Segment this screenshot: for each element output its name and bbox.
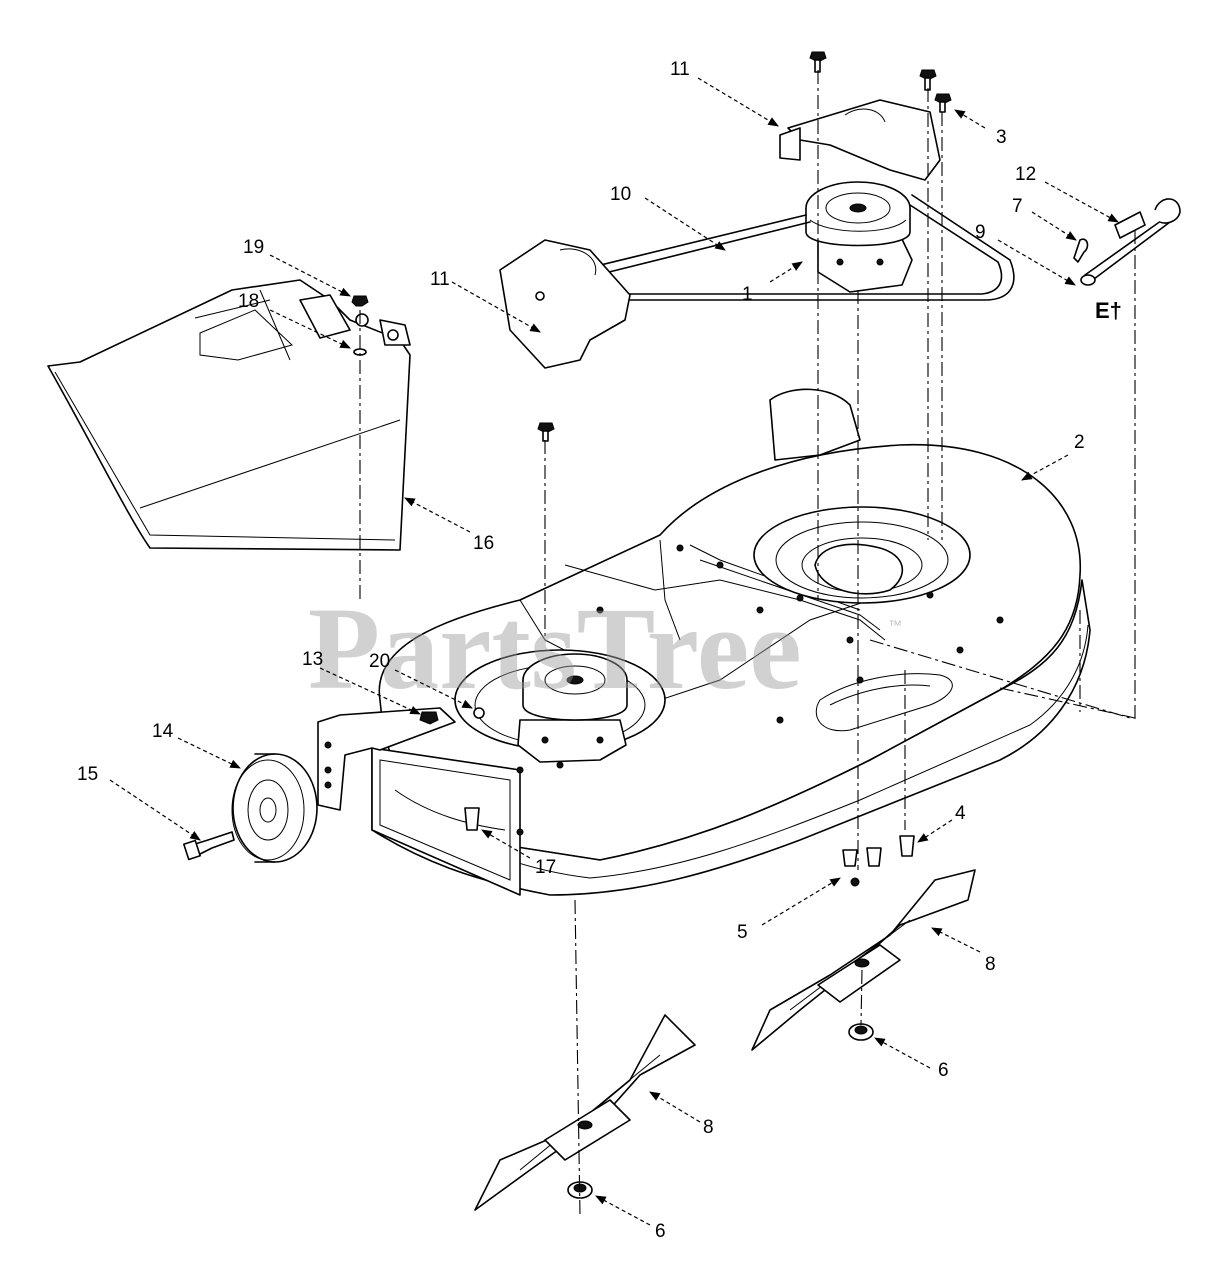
blade-right xyxy=(751,869,976,1051)
svg-text:PartsTree: PartsTree xyxy=(308,583,802,714)
callout-4: 4 xyxy=(955,803,966,824)
callout-1: 1 xyxy=(742,284,753,305)
callout-8b: 8 xyxy=(703,1117,714,1138)
callout-6a: 6 xyxy=(938,1060,949,1081)
rear-spindle-pulley xyxy=(805,181,913,293)
callout-5: 5 xyxy=(737,922,748,943)
callout-11b: 11 xyxy=(430,269,450,290)
front-spindle-pulley xyxy=(517,653,628,763)
callout-15: 15 xyxy=(77,764,98,785)
gauge-wheel xyxy=(231,753,318,863)
deck-bolts xyxy=(419,707,915,887)
callout-11a: 11 xyxy=(670,59,690,80)
drive-belt xyxy=(571,194,1015,301)
wheel-bracket xyxy=(317,707,456,811)
front-belt-cover xyxy=(499,239,631,369)
note-mark: E† xyxy=(1095,298,1122,323)
wheel-bolt xyxy=(183,831,235,861)
blade-left xyxy=(474,1014,696,1211)
callout-16: 16 xyxy=(473,533,494,554)
watermark: PartsTree ™ xyxy=(308,583,902,714)
callout-7: 7 xyxy=(1012,196,1023,217)
deck-holes xyxy=(516,544,1004,836)
callout-19: 19 xyxy=(243,237,264,258)
callout-3: 3 xyxy=(996,127,1007,148)
callout-13: 13 xyxy=(302,649,323,670)
callout-8a: 8 xyxy=(985,954,996,975)
discharge-chute xyxy=(47,279,411,551)
callout-10: 10 xyxy=(610,184,631,205)
hinge-nut-washer xyxy=(351,295,369,356)
callout-leaders xyxy=(109,77,1119,1226)
callout-2: 2 xyxy=(1074,432,1085,453)
callout-18: 18 xyxy=(238,291,259,312)
rear-belt-cover xyxy=(779,99,941,181)
lift-rod-assembly xyxy=(1073,198,1181,286)
callout-9: 9 xyxy=(975,222,986,243)
callout-labels: 1 2 3 4 5 6 6 7 8 8 9 10 11 11 12 13 14 … xyxy=(77,59,1122,1242)
svg-text:™: ™ xyxy=(888,617,902,633)
blade-washers xyxy=(567,1023,874,1199)
callout-14: 14 xyxy=(152,721,174,742)
callout-12: 12 xyxy=(1015,164,1036,185)
callout-17: 17 xyxy=(535,857,556,878)
assembly-center-lines xyxy=(359,70,1136,1216)
callout-6b: 6 xyxy=(655,1221,666,1242)
callout-20: 20 xyxy=(369,651,390,672)
